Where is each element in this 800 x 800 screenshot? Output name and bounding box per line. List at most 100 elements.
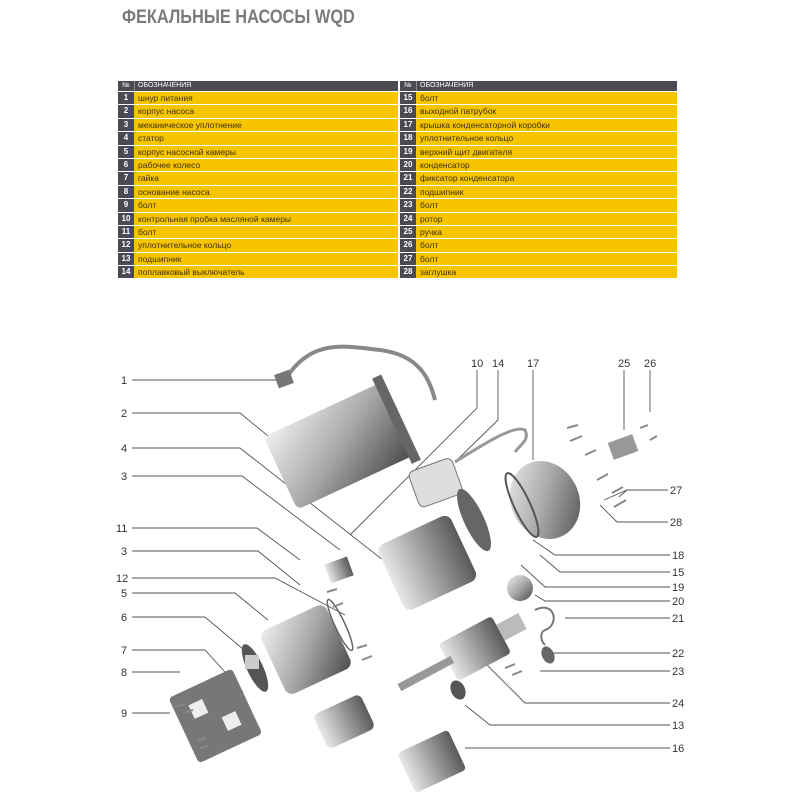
callout-15: 15 xyxy=(672,567,684,579)
callout-1: 1 xyxy=(121,375,127,387)
table-row: 24 ротор xyxy=(400,212,677,225)
callout-13: 13 xyxy=(672,720,684,732)
row-text: заглушка xyxy=(420,267,457,278)
row-text: болт xyxy=(420,93,439,103)
callout-3: 3 xyxy=(121,471,127,483)
row-number: 1 xyxy=(118,92,134,105)
row-text: корпус насосной камеры xyxy=(138,146,236,157)
table-row: 7 гайка xyxy=(118,172,398,185)
exploded-view-diagram: 1 2 4 3 11 3 12 5 6 7 8 9 10 14 17 25 26… xyxy=(116,344,684,792)
row-text: ручка xyxy=(420,226,442,237)
row-text: статор xyxy=(138,133,164,144)
table-header: № ОБОЗНАЧЕНИЯ xyxy=(400,81,677,91)
callout-12: 12 xyxy=(116,573,128,585)
table-row: 3 механическое уплотнение xyxy=(118,118,398,132)
row-number: 16 xyxy=(400,105,416,118)
callout-25: 25 xyxy=(618,358,630,370)
callout-14: 14 xyxy=(492,358,504,370)
callout-19: 19 xyxy=(672,582,684,594)
header-label: ОБОЗНАЧЕНИЯ xyxy=(420,82,474,89)
row-text: корпус насоса xyxy=(138,106,195,117)
table-row: 4 статор xyxy=(118,132,398,145)
row-number: 18 xyxy=(400,132,416,145)
table-row: 28 заглушка xyxy=(400,266,677,279)
callout-21: 21 xyxy=(672,613,684,625)
table-header: № ОБОЗНАЧЕНИЯ xyxy=(118,81,398,91)
callout-10: 10 xyxy=(471,358,483,370)
row-number: 21 xyxy=(400,172,416,185)
pump-parts xyxy=(169,344,658,792)
row-number: 20 xyxy=(400,158,416,172)
row-text: выходной патрубок xyxy=(420,106,497,117)
callout-22: 22 xyxy=(672,648,684,660)
row-number: 24 xyxy=(400,212,416,225)
row-number: 13 xyxy=(118,252,134,266)
row-number: 27 xyxy=(400,252,416,266)
row-text: поплавковый выключатель xyxy=(138,267,245,278)
row-text: болт xyxy=(420,253,439,264)
table-row: 1 шнур питания xyxy=(118,92,398,105)
table-row: 5 корпус насосной камеры xyxy=(118,145,398,158)
row-number: 7 xyxy=(118,172,134,185)
row-text: шнур питания xyxy=(138,93,193,103)
row-text: гайка xyxy=(138,173,160,184)
row-text: верхний щит двигателя xyxy=(420,146,513,157)
callout-2: 2 xyxy=(121,408,127,420)
row-number: 26 xyxy=(400,239,416,252)
row-text: ротор xyxy=(420,213,443,224)
table-row: 22 подшипник xyxy=(400,185,677,199)
header-label: ОБОЗНАЧЕНИЯ xyxy=(138,82,192,89)
callout-23: 23 xyxy=(672,666,684,678)
row-text: болт xyxy=(420,200,439,211)
row-number: 22 xyxy=(400,185,416,199)
table-row: 16 выходной патрубок xyxy=(400,105,677,118)
row-number: 6 xyxy=(118,158,134,172)
callout-17: 17 xyxy=(527,358,539,370)
callout-6: 6 xyxy=(121,612,127,624)
row-number: 12 xyxy=(118,239,134,252)
row-number: 28 xyxy=(400,266,416,279)
row-text: уплотнительное кольцо xyxy=(420,133,514,144)
row-number: 11 xyxy=(118,225,134,239)
leader-lines xyxy=(132,370,670,749)
row-number: 8 xyxy=(118,185,134,199)
row-number: 10 xyxy=(118,212,134,225)
row-text: болт xyxy=(138,226,157,237)
row-number: 3 xyxy=(118,118,134,132)
page-title: ФЕКАЛЬНЫЕ НАСОСЫ WQD xyxy=(122,7,355,28)
row-text: механическое уплотнение xyxy=(138,119,242,130)
callout-5: 5 xyxy=(121,588,127,600)
row-text: рабочее колесо xyxy=(138,159,201,170)
callout-27: 27 xyxy=(670,485,682,497)
header-number: № xyxy=(118,81,135,91)
header-number: № xyxy=(400,81,417,91)
table-row: 18 уплотнительное кольцо xyxy=(400,132,677,145)
row-number: 23 xyxy=(400,199,416,212)
row-number: 4 xyxy=(118,132,134,145)
row-number: 15 xyxy=(400,92,416,105)
row-text: болт xyxy=(138,200,157,211)
table-row: 8 основание насоса xyxy=(118,185,398,199)
callout-28: 28 xyxy=(670,517,682,529)
table-row: 27 болт xyxy=(400,252,677,266)
row-number: 14 xyxy=(118,266,134,279)
callout-7: 7 xyxy=(121,645,127,657)
row-text: основание насоса xyxy=(138,186,210,197)
callout-9: 9 xyxy=(121,708,127,720)
row-text: подшипник xyxy=(420,186,464,197)
callout-16: 16 xyxy=(672,743,684,755)
row-number: 5 xyxy=(118,145,134,158)
parts-table-right: № ОБОЗНАЧЕНИЯ 15 болт 16 выходной патрубок… xyxy=(400,81,677,279)
row-number: 17 xyxy=(400,118,416,132)
callout-20: 20 xyxy=(672,596,684,608)
